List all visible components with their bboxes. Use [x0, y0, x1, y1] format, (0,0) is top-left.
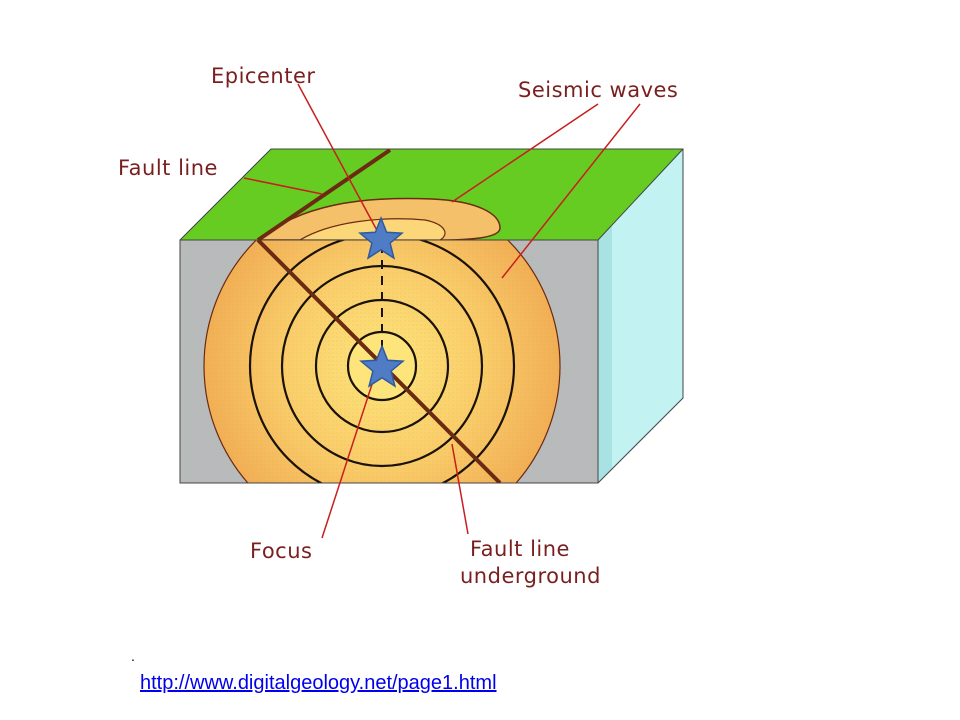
epicenter-leader	[297, 83, 381, 237]
side-face-shade	[598, 225, 612, 483]
fault-line-surface	[256, 148, 392, 242]
surface-wave-inner	[297, 218, 446, 241]
source-link[interactable]: http://www.digitalgeology.net/page1.html	[140, 672, 497, 694]
label-epicenter: Epicenter	[211, 64, 316, 88]
label-fault-line: Fault line	[118, 156, 218, 180]
block-outline	[179, 148, 684, 484]
focus-leader	[321, 371, 377, 539]
block-side-face	[598, 149, 683, 483]
fault-line-leader	[243, 177, 323, 195]
label-seismic-waves: Seismic waves	[518, 78, 678, 102]
focus-star-icon	[359, 343, 405, 388]
stray-period: .	[131, 648, 135, 664]
label-focus: Focus	[250, 539, 312, 563]
epicenter-star-icon	[358, 215, 404, 260]
wave-ring-4	[248, 240, 516, 483]
seismic-waves-leader-2	[501, 103, 641, 279]
fault-underground-leader	[451, 443, 469, 535]
label-fault-underground-2: underground	[460, 564, 601, 588]
seismic-waves-leader-1	[451, 103, 599, 203]
label-fault-underground-1: Fault line	[470, 537, 570, 561]
